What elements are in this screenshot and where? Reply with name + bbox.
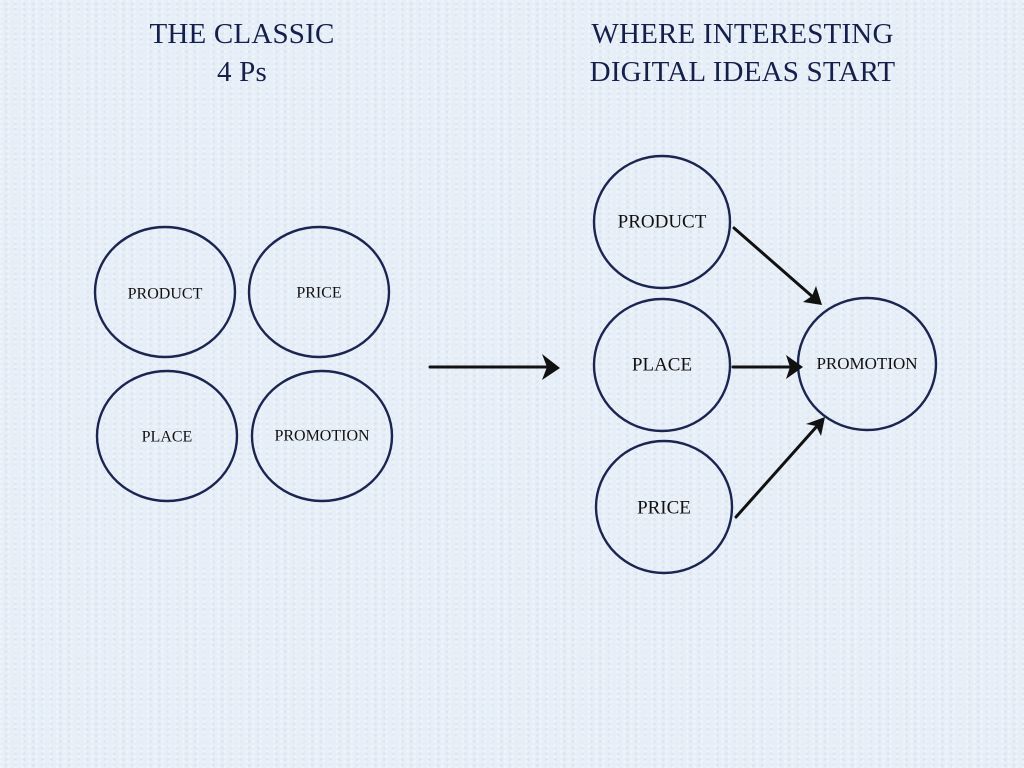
circle-right-product bbox=[592, 154, 732, 290]
digital-ideas-group: PRODUCT PLACE PRICE PROMOTION bbox=[592, 154, 938, 575]
circle-left-place bbox=[95, 369, 239, 503]
classic-4ps-group: PRODUCT PRICE PLACE PROMOTION bbox=[93, 225, 394, 503]
left-title: THE CLASSIC 4 Ps bbox=[92, 15, 392, 91]
node-right-price: PRICE bbox=[594, 439, 734, 575]
label-right-product: PRODUCT bbox=[618, 211, 707, 232]
circle-left-product bbox=[93, 225, 237, 359]
edge-product-to-promotion bbox=[732, 226, 822, 305]
right-title: WHERE INTERESTING DIGITAL IDEAS START bbox=[545, 15, 940, 91]
node-right-product: PRODUCT bbox=[592, 154, 732, 290]
node-left-promotion: PROMOTION bbox=[250, 369, 394, 503]
left-title-line-2: 4 Ps bbox=[217, 56, 267, 88]
circle-left-price bbox=[247, 225, 391, 359]
right-title-line-1: WHERE INTERESTING bbox=[591, 18, 894, 50]
circle-right-place bbox=[592, 297, 732, 433]
node-left-price: PRICE bbox=[247, 225, 391, 359]
node-right-promotion: PROMOTION bbox=[796, 296, 938, 432]
edge-place-to-promotion bbox=[731, 355, 803, 379]
edge-price-to-promotion bbox=[734, 417, 825, 519]
node-right-place: PLACE bbox=[592, 297, 732, 433]
left-title-line-1: THE CLASSIC bbox=[149, 18, 335, 50]
right-arrow-icon bbox=[428, 354, 560, 380]
circle-right-price bbox=[594, 439, 734, 575]
label-left-promotion: PROMOTION bbox=[274, 428, 370, 445]
node-left-product: PRODUCT bbox=[93, 225, 237, 359]
node-left-place: PLACE bbox=[95, 369, 239, 503]
label-left-product: PRODUCT bbox=[128, 286, 203, 303]
label-right-place: PLACE bbox=[632, 354, 692, 375]
circle-left-promotion bbox=[250, 369, 394, 503]
label-left-place: PLACE bbox=[142, 429, 193, 446]
right-title-line-2: DIGITAL IDEAS START bbox=[589, 56, 896, 88]
label-right-promotion: PROMOTION bbox=[816, 354, 917, 373]
label-right-price: PRICE bbox=[637, 497, 691, 518]
label-left-price: PRICE bbox=[296, 285, 341, 302]
